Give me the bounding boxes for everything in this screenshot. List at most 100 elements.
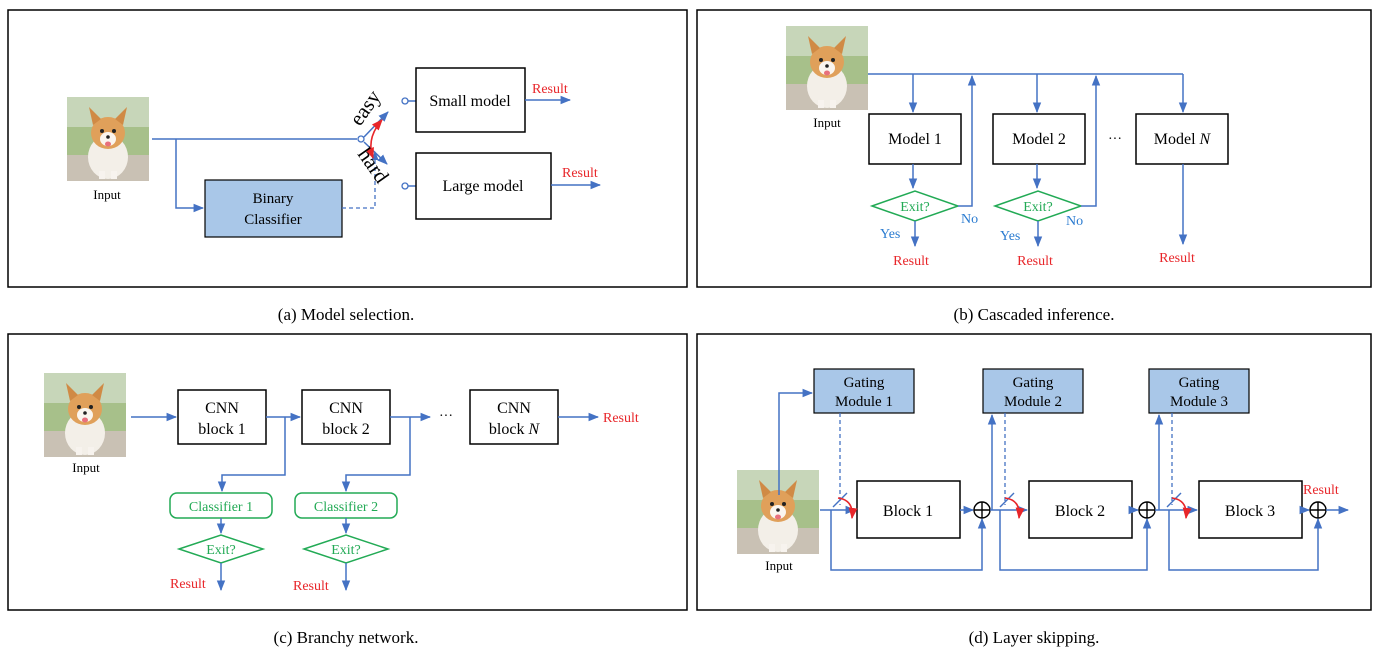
- sum-node-1-cross: [974, 502, 990, 518]
- input-label-b: Input: [813, 115, 841, 130]
- classifier-control-dashed: [342, 151, 379, 209]
- model-2-box: [992, 113, 1086, 165]
- input-image-b: [786, 26, 868, 110]
- model-2-label: Model 2: [1012, 131, 1066, 148]
- model-n-prefix: Model: [1154, 131, 1200, 148]
- cnn-n-prefix: block: [489, 421, 529, 438]
- branch-2-path: [341, 417, 411, 493]
- no-label-2: No: [1066, 214, 1083, 229]
- ellipsis-b: ···: [1108, 132, 1122, 147]
- small-model-box: [415, 67, 526, 133]
- cnn-n-var: N: [527, 421, 540, 438]
- model-n-label: Model N: [1154, 131, 1212, 148]
- no-label-1: No: [961, 212, 978, 227]
- gating-3-label-2: Module 3: [1170, 394, 1228, 410]
- cnn-n-label-1: CNN: [497, 400, 531, 417]
- yes-label-1: Yes: [880, 227, 900, 242]
- binary-classifier-label-1: Binary: [253, 191, 294, 207]
- input-image-d: [737, 470, 819, 554]
- caption-d: (d) Layer skipping.: [969, 628, 1100, 647]
- result-label-b2: Result: [1017, 254, 1053, 269]
- result-label-d: Result: [1303, 483, 1339, 498]
- gating-module-2: [982, 368, 1084, 414]
- switch-red-arc: [365, 119, 383, 160]
- gating-2-label-1: Gating: [1013, 375, 1054, 391]
- result-label-a2: Result: [562, 166, 598, 181]
- skip-path-2: [999, 510, 1152, 571]
- caption-c: (c) Branchy network.: [274, 628, 419, 647]
- gate-switch-1: [832, 492, 848, 508]
- gating-1-label-1: Gating: [844, 375, 885, 391]
- cnn-1-label-1: CNN: [205, 400, 239, 417]
- cnn-block-2: [301, 389, 391, 445]
- gate-switch-2: [999, 492, 1015, 508]
- exit-label-b2: Exit?: [1023, 200, 1053, 215]
- binary-classifier-box: [204, 179, 343, 238]
- model-n-var: N: [1199, 131, 1212, 148]
- cnn-1-label-2: block 1: [198, 421, 246, 438]
- large-model-label: Large model: [442, 178, 524, 195]
- result-label-b1: Result: [893, 254, 929, 269]
- no-path-2: [1081, 74, 1101, 207]
- sum-node-2-cross: [1139, 502, 1155, 518]
- exit-label-c2: Exit?: [331, 543, 361, 558]
- large-model-port: [401, 182, 409, 190]
- skip-path-1: [830, 510, 987, 571]
- large-model-box: [415, 152, 552, 220]
- input-to-gating1: [778, 388, 814, 495]
- block-1: [856, 480, 961, 539]
- result-label-b3: Result: [1159, 251, 1195, 266]
- gate-red-arrow-1: [837, 497, 858, 520]
- classifier-1-label: Classifier 1: [189, 500, 253, 515]
- gate-red-arrow-3: [1171, 497, 1192, 520]
- no-path-1: [958, 74, 977, 207]
- cnn-n-label-2: block N: [489, 421, 541, 438]
- sum-node-3-cross: [1310, 502, 1326, 518]
- exit-diamond-c2: [301, 534, 391, 564]
- block-3: [1198, 480, 1303, 539]
- model-1-label: Model 1: [888, 131, 942, 148]
- gating-1-label-2: Module 1: [835, 394, 893, 410]
- exit-label-c1: Exit?: [206, 543, 236, 558]
- skip-path-3: [1168, 510, 1323, 571]
- yes-label-2: Yes: [1000, 229, 1020, 244]
- gating-module-3: [1148, 368, 1250, 414]
- branch-1-path: [217, 417, 286, 493]
- result-label-c-main: Result: [603, 411, 639, 426]
- small-model-label: Small model: [429, 93, 511, 110]
- result-label-c2: Result: [293, 579, 329, 594]
- result-label-a1: Result: [532, 82, 568, 97]
- model-1-box: [868, 113, 962, 165]
- gate-switch-3: [1166, 492, 1182, 508]
- cnn-2-label-1: CNN: [329, 400, 363, 417]
- input-label-d: Input: [765, 558, 793, 573]
- result-label-c1: Result: [170, 577, 206, 592]
- caption-b: (b) Cascaded inference.: [954, 305, 1115, 324]
- block-3-label: Block 3: [1225, 503, 1275, 520]
- gating-module-1: [813, 368, 915, 414]
- small-model-port: [401, 97, 409, 105]
- classifier-2-label: Classifier 2: [314, 500, 378, 515]
- input-label-a: Input: [93, 187, 121, 202]
- input-image-c: [44, 373, 126, 457]
- panel-branchy-network: Input CNN block 1 CNN block 2 ··· CNN bl…: [7, 333, 688, 647]
- block-1-label: Block 1: [883, 503, 933, 520]
- cnn-block-n: [469, 389, 559, 445]
- input-label-c: Input: [72, 460, 100, 475]
- gate-red-arrow-2: [1004, 497, 1025, 520]
- panel-layer-skipping: Input Gating Module 1 Gating Module 2 Ga…: [696, 333, 1372, 647]
- input-image-a: [67, 97, 149, 181]
- gating-3-label-1: Gating: [1179, 375, 1220, 391]
- block-2-label: Block 2: [1055, 503, 1105, 520]
- cnn-2-label-2: block 2: [322, 421, 370, 438]
- binary-classifier-label-2: Classifier: [244, 212, 302, 228]
- exit-diamond-c1: [176, 534, 266, 564]
- gating-2-label-2: Module 2: [1004, 394, 1062, 410]
- switch-pivot: [357, 135, 365, 143]
- block-2: [1028, 480, 1133, 539]
- ellipsis-c: ···: [439, 409, 453, 424]
- model-n-box: [1135, 113, 1229, 165]
- exit-label-b1: Exit?: [900, 200, 930, 215]
- arrow-input-to-classifier: [175, 139, 205, 213]
